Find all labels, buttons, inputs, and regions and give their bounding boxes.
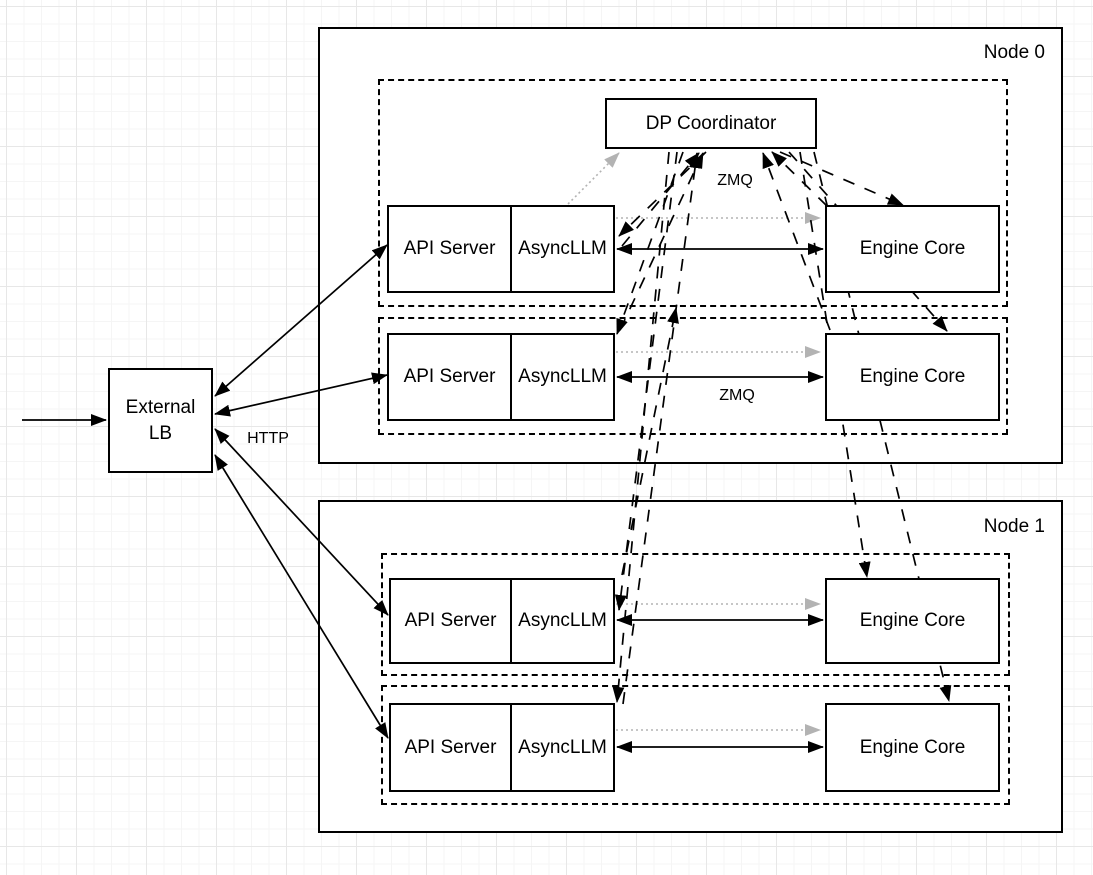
engine-core-label: Engine Core: [859, 238, 966, 259]
combo-divider: [510, 580, 512, 662]
api-server-label: API Server: [404, 736, 497, 758]
asyncllm-cell: AsyncLLM: [512, 335, 613, 419]
external-lb-label-line2: LB: [148, 422, 173, 444]
combo-divider: [510, 207, 512, 291]
node1-row0-enginecore-box: Engine Core: [825, 578, 1000, 664]
node1-label: Node 1: [983, 516, 1045, 537]
dp-coordinator-label: DP Coordinator: [645, 112, 777, 134]
dp-coordinator-box: DP Coordinator: [605, 98, 817, 149]
asyncllm-label: AsyncLLM: [518, 610, 607, 631]
node0-row1-enginecore-box: Engine Core: [825, 333, 1000, 421]
zmq-coordinator-label: ZMQ: [717, 172, 753, 189]
asyncllm-cell: AsyncLLM: [512, 580, 613, 662]
node1-row1-enginecore-box: Engine Core: [825, 703, 1000, 792]
asyncllm-cell: AsyncLLM: [512, 207, 613, 291]
combo-divider: [510, 705, 512, 790]
api-server-cell: API Server: [389, 207, 510, 291]
api-server-label: API Server: [403, 238, 496, 259]
api-server-label: API Server: [404, 610, 497, 631]
asyncllm-label: AsyncLLM: [518, 366, 607, 387]
engine-core-label: Engine Core: [859, 610, 966, 631]
asyncllm-cell: AsyncLLM: [512, 705, 613, 790]
zmq-engine-label: ZMQ: [719, 387, 755, 404]
api-server-cell: API Server: [391, 705, 510, 790]
api-server-label: API Server: [403, 366, 496, 387]
combo-divider: [510, 335, 512, 419]
node0-row0-enginecore-box: Engine Core: [825, 205, 1000, 293]
node0-row1-apiserver-asyncllm-box: API Server AsyncLLM: [387, 333, 615, 421]
external-lb-label-line1: External: [125, 396, 196, 418]
node1-row1-apiserver-asyncllm-box: API Server AsyncLLM: [389, 703, 615, 792]
node1-row0-apiserver-asyncllm-box: API Server AsyncLLM: [389, 578, 615, 664]
api-server-cell: API Server: [389, 335, 510, 419]
engine-core-label: Engine Core: [859, 366, 966, 387]
node0-label: Node 0: [983, 42, 1045, 63]
engine-core-label: Engine Core: [859, 736, 966, 758]
api-server-cell: API Server: [391, 580, 510, 662]
asyncllm-label: AsyncLLM: [518, 238, 607, 259]
node0-row0-apiserver-asyncllm-box: API Server AsyncLLM: [387, 205, 615, 293]
http-label: HTTP: [247, 430, 289, 447]
external-lb-box: External LB: [108, 368, 213, 473]
asyncllm-label: AsyncLLM: [518, 736, 607, 758]
